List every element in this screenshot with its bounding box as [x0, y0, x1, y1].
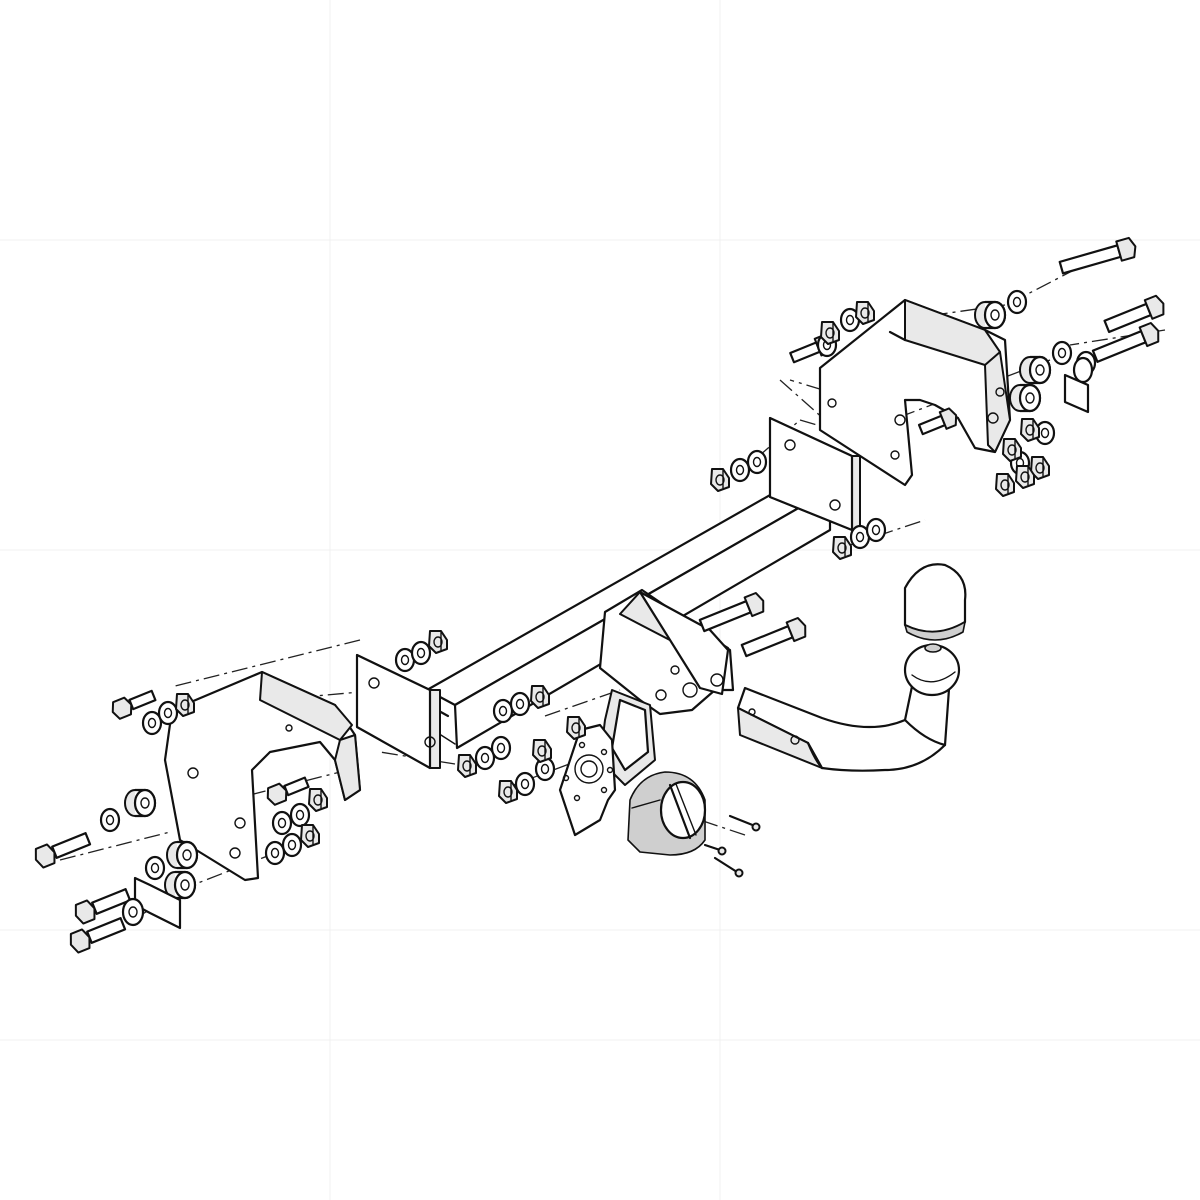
tow-ball-cap: [903, 563, 967, 641]
side-bracket-left: [163, 670, 362, 882]
bolts: [34, 236, 1165, 954]
electrical-socket: [627, 771, 707, 856]
tow-ball: [903, 643, 961, 697]
reinforcement-plates: [121, 356, 1094, 930]
end-plate-left: [355, 653, 441, 770]
side-bracket-right: [818, 298, 1012, 487]
socket-mounting-plate: [558, 689, 656, 837]
center-tow-bracket: [598, 588, 735, 716]
socket-screws: [703, 814, 761, 878]
